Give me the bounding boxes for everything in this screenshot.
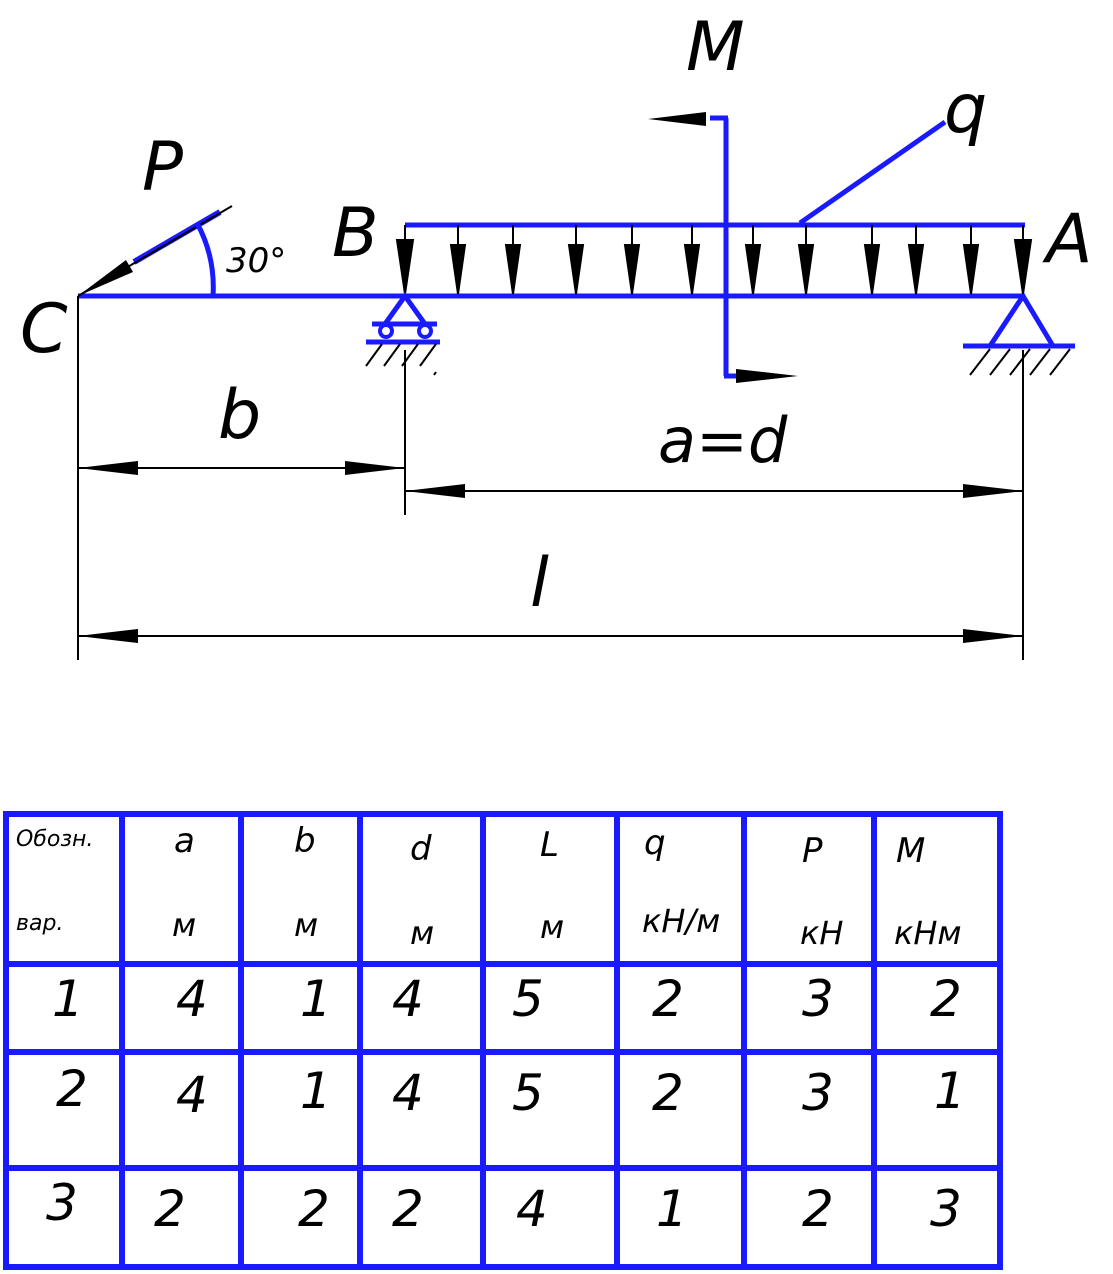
distributed-load-arrows bbox=[395, 225, 1033, 295]
row-2-d: 4 bbox=[392, 1064, 424, 1122]
row-2-l: 5 bbox=[512, 1064, 544, 1122]
row-3-a: 2 bbox=[154, 1180, 186, 1238]
roller-support-b bbox=[365, 291, 440, 376]
row-3-d: 2 bbox=[392, 1180, 424, 1238]
row-2-m: 1 bbox=[934, 1062, 966, 1120]
row-3-l: 4 bbox=[516, 1180, 548, 1238]
dimension-l bbox=[78, 629, 1023, 643]
q-leader-line bbox=[798, 119, 947, 226]
header-unit-a: м bbox=[172, 906, 196, 944]
row-3-m: 3 bbox=[930, 1180, 962, 1238]
label-distributed-q: q bbox=[944, 70, 987, 149]
force-p-arrow bbox=[77, 205, 233, 297]
header-symbol-q: q bbox=[644, 823, 666, 863]
table-row: 1 4 1 4 5 2 3 2 bbox=[52, 970, 962, 1028]
label-point-b: B bbox=[332, 194, 379, 273]
table-row: 3 2 2 2 4 1 2 3 bbox=[46, 1174, 962, 1238]
row-2-q: 2 bbox=[652, 1064, 684, 1122]
header-symbol-d: d bbox=[410, 829, 432, 869]
header-unit-d: м bbox=[410, 914, 434, 952]
variants-table: Обозн. вар. a м b м d м L м q кН/м P кН … bbox=[3, 811, 1003, 1270]
label-dimension-a-d: a=d bbox=[658, 404, 788, 477]
header-symbol-p: P bbox=[802, 831, 823, 871]
header-designation: Обозн. bbox=[16, 827, 93, 852]
label-dimension-l: l bbox=[530, 544, 549, 623]
dimension-b bbox=[78, 461, 405, 475]
row-1-p: 3 bbox=[802, 970, 834, 1028]
row-2-a: 4 bbox=[176, 1066, 208, 1124]
label-moment-m: M bbox=[686, 8, 745, 87]
moment-symbol bbox=[648, 112, 798, 383]
row-1-variant: 1 bbox=[52, 970, 84, 1028]
angle-arc bbox=[194, 221, 216, 297]
row-1-a: 4 bbox=[176, 970, 208, 1028]
beam-diagram: C B A P M q 30° b a=d l bbox=[20, 8, 1093, 660]
extension-lines bbox=[77, 296, 1024, 660]
row-3-p: 2 bbox=[802, 1180, 834, 1238]
header-variant: вар. bbox=[16, 911, 63, 936]
header-unit-b: м bbox=[294, 906, 318, 944]
header-symbol-m: M bbox=[896, 831, 925, 871]
row-1-l: 5 bbox=[512, 970, 544, 1028]
label-dimension-b: b bbox=[218, 376, 261, 455]
row-3-q: 1 bbox=[656, 1180, 688, 1238]
row-2-p: 3 bbox=[802, 1064, 834, 1122]
table-row: 2 4 1 4 5 2 3 1 bbox=[56, 1060, 966, 1124]
label-force-p: P bbox=[142, 128, 183, 207]
header-unit-p: кН bbox=[800, 914, 843, 952]
header-symbol-b: b bbox=[294, 821, 316, 861]
header-symbol-l: L bbox=[540, 825, 559, 865]
header-unit-q: кН/м bbox=[642, 902, 720, 940]
row-1-d: 4 bbox=[392, 970, 424, 1028]
row-3-variant: 3 bbox=[46, 1174, 78, 1232]
row-2-variant: 2 bbox=[56, 1060, 88, 1118]
dimension-a-d bbox=[405, 484, 1023, 498]
table-header: Обозн. вар. a м b м d м L м q кН/м P кН … bbox=[16, 821, 962, 952]
table-grid bbox=[3, 811, 1003, 1270]
row-1-q: 2 bbox=[652, 970, 684, 1028]
row-1-m: 2 bbox=[930, 970, 962, 1028]
header-unit-l: м bbox=[540, 908, 564, 946]
row-3-b: 2 bbox=[298, 1180, 330, 1238]
header-unit-m: кНм bbox=[894, 914, 962, 952]
row-1-b: 1 bbox=[300, 970, 332, 1028]
label-point-c: C bbox=[20, 290, 68, 369]
header-symbol-a: a bbox=[174, 821, 195, 861]
label-point-a: A bbox=[1042, 200, 1093, 279]
row-2-b: 1 bbox=[300, 1062, 332, 1120]
pin-support-a bbox=[963, 294, 1075, 376]
label-angle: 30° bbox=[226, 241, 286, 281]
